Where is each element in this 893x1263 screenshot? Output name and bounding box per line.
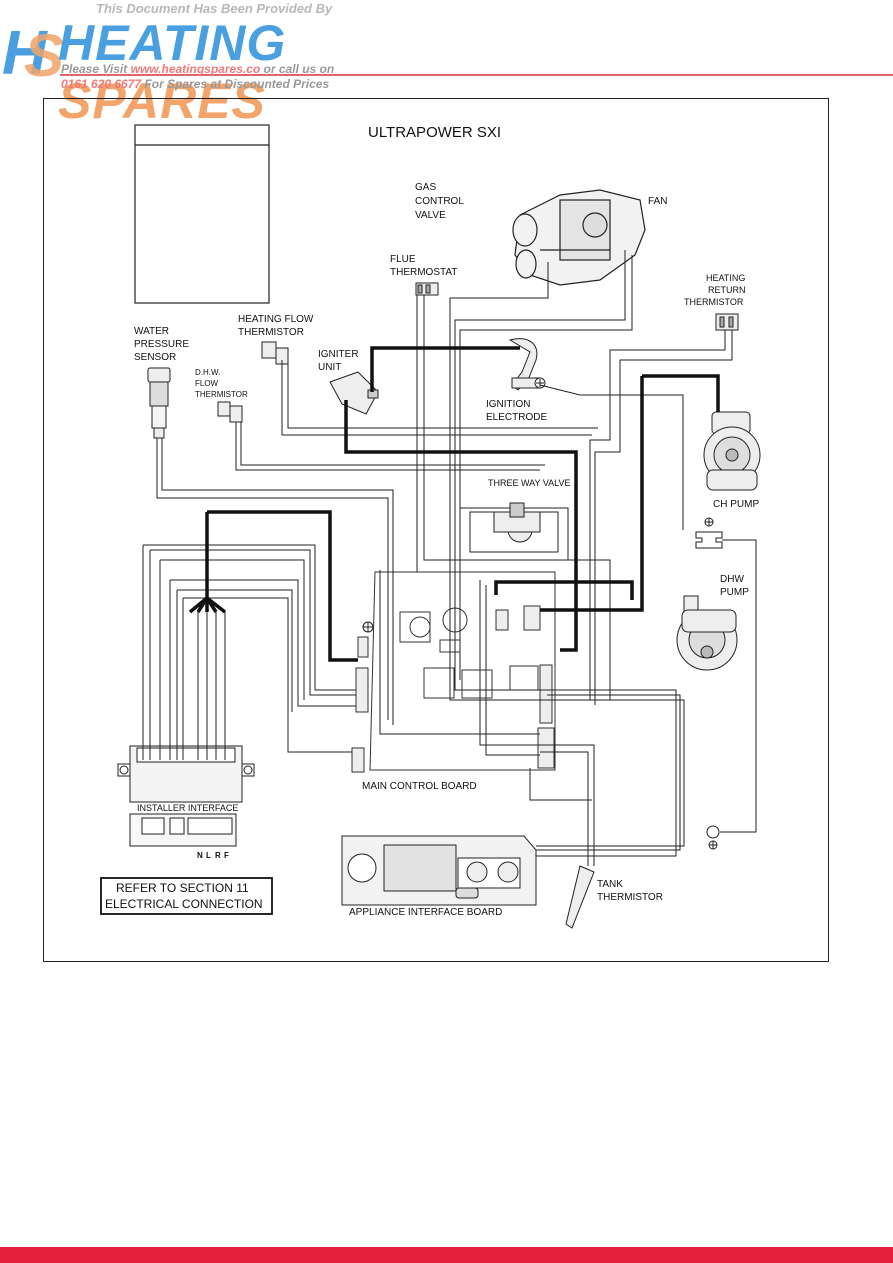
label-dhw-pump-2: PUMP [720, 587, 749, 598]
wiring-diagram-frame [43, 98, 829, 962]
label-water-pressure-2: PRESSURE [134, 339, 189, 350]
fan-gas-valve-assembly [512, 189, 646, 286]
dhw-pump [676, 595, 738, 671]
hs-logo-letter-h: H [2, 19, 48, 88]
earth-terminal [706, 825, 720, 850]
label-installer-interface: INSTALLER INTERFACE [137, 803, 238, 813]
phone-number[interactable]: 0161 620 6677 [61, 77, 142, 91]
refer-note-box: REFER TO SECTION 11 ELECTRICAL CONNECTIO… [100, 877, 273, 915]
logo-wordmark: HEATING SPARES [58, 14, 360, 130]
hs-monogram-icon: H S [2, 19, 64, 89]
thick-wiring [188, 346, 720, 662]
hs-logo-letter-s: S [24, 22, 64, 89]
terminal-l: L [206, 851, 211, 860]
flue-thermostat-connector [415, 282, 439, 296]
label-ch-pump: CH PUMP [713, 499, 759, 510]
three-way-valve [459, 502, 569, 561]
visit-line: Please Visit www.heatingspares.co or cal… [61, 62, 334, 76]
header-divider [60, 74, 893, 76]
phone-suffix: For Spares at Discounted Prices [141, 77, 330, 91]
refer-note-line-1: REFER TO SECTION 11 [116, 881, 249, 895]
refer-note-line-2: ELECTRICAL CONNECTION [105, 897, 263, 911]
earth-symbol-main-board [362, 621, 374, 633]
label-three-way-valve: THREE WAY VALVE [488, 478, 571, 488]
terminal-r: R [215, 851, 221, 860]
logo-word-spares: SPARES [58, 73, 266, 129]
ch-pump [703, 411, 761, 491]
diagram-title: ULTRAPOWER SXI [368, 124, 501, 141]
logo-word-heating: HEATING [58, 15, 287, 71]
label-gas-control-valve-2: CONTROL [415, 196, 464, 207]
appliance-interface-board [341, 835, 537, 906]
label-main-control-board: MAIN CONTROL BOARD [362, 781, 477, 792]
dhw-flow-thermistor [217, 401, 243, 423]
label-ignition-electrode-2: ELECTRODE [486, 412, 547, 423]
label-tank-thermistor-2: THERMISTOR [597, 892, 663, 903]
label-igniter-2: UNIT [318, 362, 341, 373]
installer-interface [117, 745, 255, 847]
legend-box [134, 124, 270, 304]
earth-connector-ch [695, 517, 723, 549]
footer-bar [0, 1247, 893, 1263]
label-heating-flow-1: HEATING FLOW [238, 314, 314, 325]
label-appliance-interface: APPLIANCE INTERFACE BOARD [349, 907, 502, 918]
label-heating-return-2: RETURN [708, 285, 746, 295]
thin-wiring [142, 250, 757, 866]
label-heating-return-1: HEATING [706, 273, 745, 283]
label-heating-flow-2: THERMISTOR [238, 327, 304, 338]
visit-prefix: Please Visit [61, 62, 131, 76]
heating-return-thermistor [715, 313, 739, 331]
label-fan: FAN [648, 196, 667, 207]
water-pressure-sensor [147, 367, 171, 439]
label-tank-thermistor-1: TANK [597, 879, 623, 890]
terminal-n: N [197, 851, 203, 860]
main-control-board [351, 571, 556, 773]
label-water-pressure-3: SENSOR [134, 352, 176, 363]
website-link[interactable]: www.heatingspares.co [130, 62, 261, 76]
heating-spares-logo[interactable]: H S HEATING SPARES [0, 6, 360, 129]
label-dhw-flow-2: FLOW [195, 379, 219, 388]
label-gas-control-valve-1: GAS [415, 182, 436, 193]
label-water-pressure-1: WATER [134, 326, 169, 337]
igniter-unit [329, 371, 379, 415]
label-flue-thermostat-2: THERMOSTAT [390, 267, 457, 278]
label-dhw-flow-3: THERMISTOR [195, 390, 248, 399]
label-gas-control-valve-3: VALVE [415, 210, 446, 221]
phone-line: 0161 620 6677 For Spares at Discounted P… [61, 77, 329, 91]
label-ignition-electrode-1: IGNITION [486, 399, 530, 410]
label-dhw-flow-1: D.H.W. [195, 368, 220, 377]
visit-suffix: or call us on [260, 62, 335, 76]
provided-by-text: This Document Has Been Provided By [96, 1, 333, 16]
label-heating-return-3: THERMISTOR [684, 297, 744, 307]
label-dhw-pump-1: DHW [720, 574, 744, 585]
tank-thermistor [565, 865, 595, 929]
heating-flow-thermistor [261, 341, 289, 365]
label-flue-thermostat-1: FLUE [390, 254, 416, 265]
terminal-f: F [224, 851, 229, 860]
label-igniter-1: IGNITER [318, 349, 359, 360]
